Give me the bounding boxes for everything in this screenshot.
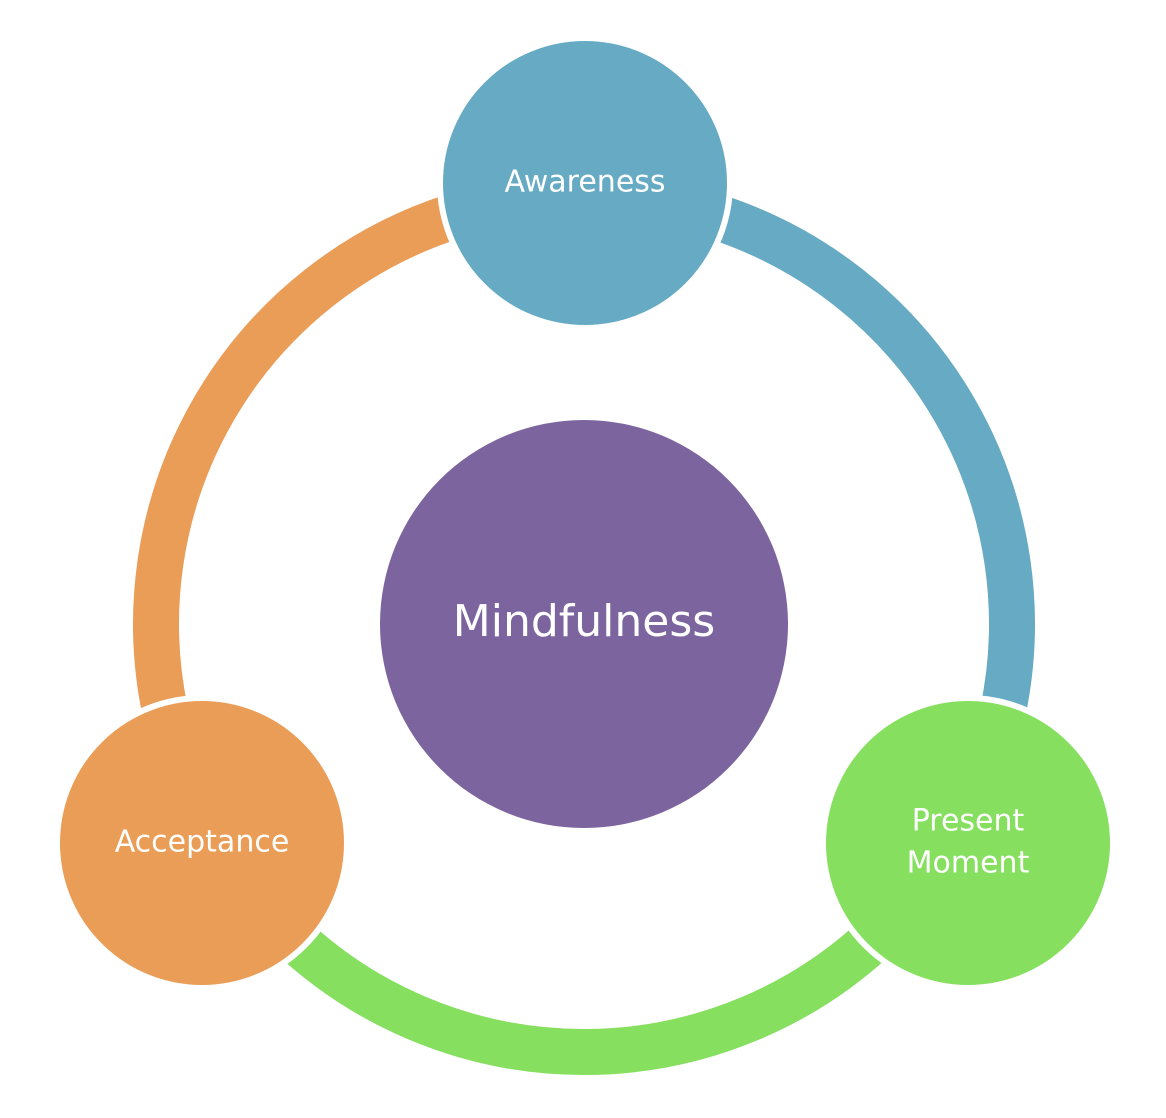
acceptance-circle bbox=[54, 695, 350, 991]
node-awareness: Awareness bbox=[437, 35, 733, 331]
center-circle bbox=[380, 420, 788, 828]
connector-awareness-to-present-moment bbox=[709, 195, 1035, 718]
present-moment-label-line-2: Moment bbox=[907, 846, 1030, 881]
center-label: Mindfulness bbox=[453, 596, 715, 647]
present-moment-circle bbox=[820, 695, 1116, 991]
center-node-mindfulness: Mindfulness bbox=[380, 420, 788, 828]
acceptance-label: Acceptance bbox=[115, 825, 290, 860]
present-moment-label-line-1: Present bbox=[912, 804, 1025, 839]
awareness-circle bbox=[437, 35, 733, 331]
connector-present-moment-to-acceptance bbox=[270, 915, 898, 1075]
connector-acceptance-to-awareness bbox=[133, 195, 459, 718]
awareness-label: Awareness bbox=[504, 165, 665, 200]
ring-connectors bbox=[133, 195, 1035, 1075]
node-acceptance: Acceptance bbox=[54, 695, 350, 991]
node-present-moment: Present Moment bbox=[820, 695, 1116, 991]
